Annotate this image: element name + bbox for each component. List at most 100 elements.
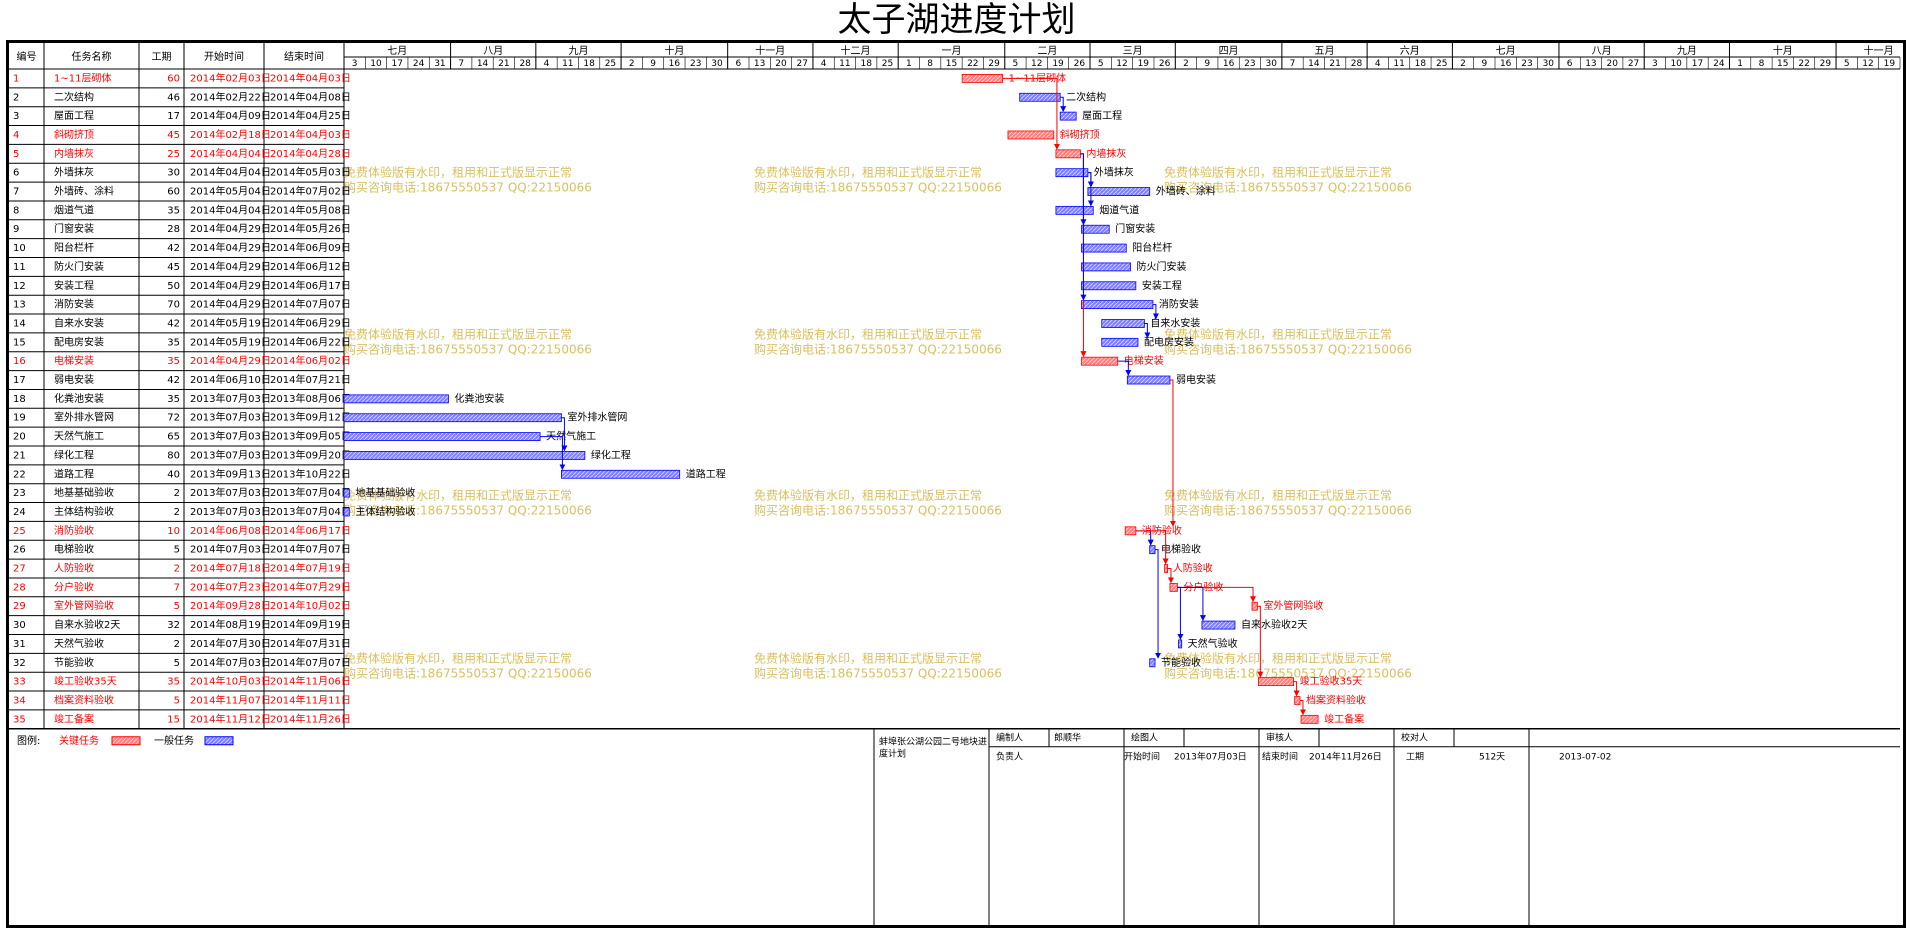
- task-duration: 72: [167, 413, 180, 424]
- week-label: 4: [821, 59, 827, 69]
- task-name: 1~11层砌体: [54, 72, 111, 84]
- task-name: 斜砌挤顶: [54, 128, 94, 141]
- task-end: 2014年04月25日: [270, 109, 351, 122]
- week-label: 16: [1223, 59, 1235, 69]
- month-label: 二月: [1037, 45, 1057, 57]
- task-duration: 60: [167, 73, 180, 84]
- task-duration: 35: [167, 337, 180, 348]
- page-title: 太子湖进度计划: [837, 0, 1076, 40]
- bar-label: 门窗安装: [1115, 222, 1155, 235]
- week-label: 12: [1862, 59, 1873, 69]
- legend-normal-label: 一般任务: [154, 734, 194, 747]
- task-start: 2014年08月19日: [190, 618, 271, 631]
- bar-label: 外墙抹灰: [1094, 166, 1134, 179]
- task-duration: 50: [167, 281, 180, 292]
- bar-label: 天然气施工: [546, 430, 596, 443]
- task-duration: 2: [174, 488, 180, 499]
- task-bar: [1055, 205, 1094, 215]
- watermark-text: 免费体验版有水印，租用和正式版显示正常: [344, 651, 572, 666]
- task-name: 竣工验收35天: [54, 675, 117, 688]
- task-end: 2014年04月28日: [270, 147, 351, 160]
- week-label: 7: [1290, 59, 1296, 69]
- task-id: 11: [13, 262, 26, 273]
- task-end: 2014年07月21日: [270, 373, 351, 386]
- week-label: 31: [434, 59, 445, 69]
- week-label: 3: [352, 59, 358, 69]
- bar-label: 阳台栏杆: [1132, 241, 1172, 254]
- week-label: 15: [946, 59, 957, 69]
- task-bar: [1081, 243, 1127, 253]
- bar-label: 室外排水管网: [567, 411, 627, 424]
- week-label: 29: [1820, 59, 1832, 69]
- header-end: 结束时间: [284, 50, 324, 63]
- task-bar: [1081, 356, 1119, 366]
- task-end: 2013年07月04日: [270, 486, 351, 499]
- task-id: 4: [13, 130, 19, 141]
- task-duration: 17: [167, 111, 180, 122]
- month-label: 七月: [1496, 45, 1516, 57]
- task-start: 2014年11月07日: [190, 693, 271, 706]
- task-duration: 25: [167, 149, 180, 160]
- task-end: 2013年08月06日: [270, 392, 351, 405]
- task-bar: [343, 394, 449, 404]
- task-duration: 40: [167, 469, 180, 480]
- task-id: 14: [13, 318, 26, 329]
- task-bar: [1149, 658, 1156, 668]
- task-name: 分户验收: [54, 580, 94, 593]
- task-id: 9: [13, 224, 19, 235]
- dependency-link: [561, 417, 568, 452]
- task-bar: [1294, 696, 1301, 705]
- dependency-link: [1155, 549, 1162, 659]
- week-label: 9: [650, 59, 656, 69]
- week-label: 17: [392, 59, 403, 69]
- week-label: 25: [605, 59, 616, 69]
- task-end: 2014年04月08日: [270, 90, 351, 103]
- task-start: 2014年05月19日: [190, 335, 271, 348]
- task-name: 自来水验收2天: [54, 618, 120, 631]
- week-label: 23: [1244, 59, 1255, 69]
- task-start: 2014年04月29日: [190, 260, 271, 273]
- task-name: 道路工程: [54, 467, 94, 480]
- footer-end-label: 结束时间: [1262, 750, 1298, 762]
- task-id: 17: [13, 375, 26, 386]
- task-id: 22: [13, 469, 26, 480]
- task-end: 2014年09月19日: [270, 618, 351, 631]
- week-label: 19: [1884, 59, 1896, 69]
- task-end: 2014年07月29日: [270, 580, 351, 593]
- task-duration: 10: [167, 526, 180, 537]
- task-id: 16: [13, 356, 26, 367]
- watermark-text: 免费体验版有水印，租用和正式版显示正常: [1164, 488, 1392, 503]
- bar-label: 内墙抹灰: [1086, 147, 1126, 160]
- bar-label: 人防验收: [1173, 562, 1213, 575]
- task-duration: 32: [167, 620, 180, 631]
- dependency-link: [1087, 172, 1094, 207]
- week-label: 24: [413, 59, 425, 69]
- task-end: 2014年05月26日: [270, 222, 351, 235]
- task-start: 2014年07月23日: [190, 580, 271, 593]
- bar-label: 自来水验收2天: [1241, 618, 1307, 631]
- task-name: 竣工备案: [54, 712, 94, 725]
- task-start: 2014年07月03日: [190, 656, 271, 669]
- week-label: 10: [1670, 59, 1682, 69]
- task-bar: [1258, 677, 1294, 687]
- task-bar: [343, 413, 562, 423]
- bar-label: 弱电安装: [1176, 373, 1216, 386]
- task-id: 25: [13, 526, 26, 537]
- task-end: 2014年11月26日: [270, 712, 351, 725]
- task-bar: [1081, 262, 1131, 272]
- task-end: 2014年07月02日: [270, 185, 351, 198]
- week-label: 18: [1415, 59, 1427, 69]
- task-duration: 2: [174, 564, 180, 575]
- task-name: 电梯安装: [54, 354, 94, 367]
- week-label: 14: [477, 59, 489, 69]
- week-label: 27: [1628, 59, 1639, 69]
- week-label: 12: [1116, 59, 1127, 69]
- dependency-link: [1060, 96, 1067, 113]
- footer-project: 蚌埠张公湖公园二号地块进: [879, 735, 987, 747]
- week-label: 6: [1567, 59, 1573, 69]
- watermark-text: 购买咨询电话:18675550537 QQ:22150066: [754, 180, 1002, 195]
- week-label: 25: [882, 59, 893, 69]
- watermark-text: 购买咨询电话:18675550537 QQ:22150066: [344, 342, 592, 357]
- task-name: 阳台栏杆: [54, 241, 94, 254]
- task-bar: [961, 74, 1004, 83]
